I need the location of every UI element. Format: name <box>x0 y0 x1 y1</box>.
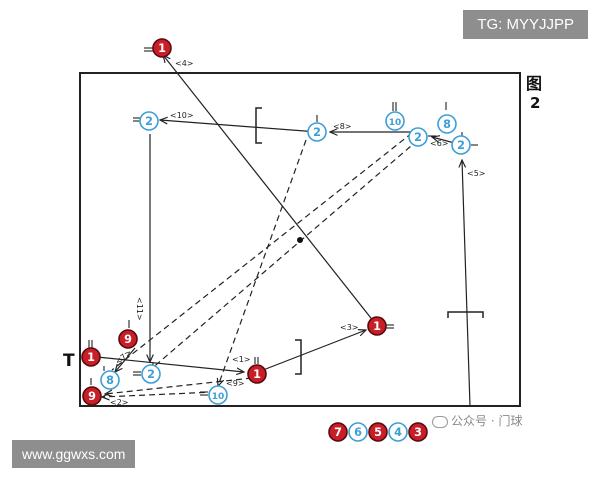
player-ball: 8 <box>100 370 120 390</box>
ball-number: 1 <box>253 368 261 381</box>
player-ball: 10 <box>385 111 405 131</box>
path-step-9 <box>105 377 253 394</box>
ball-number: 10 <box>212 392 225 402</box>
publisher-label: 公众号 · 门球 <box>432 412 522 429</box>
path-dashed-a <box>150 139 419 370</box>
ball-number: 10 <box>389 118 402 128</box>
ball-number: 6 <box>354 426 362 439</box>
player-ball: 1 <box>152 38 172 58</box>
ball-number: 9 <box>124 333 132 346</box>
gate-right <box>447 311 484 318</box>
ball-number: 2 <box>313 126 321 139</box>
path-step-4 <box>163 55 379 328</box>
player-ball: 2 <box>139 111 159 131</box>
path-step-5 <box>462 160 471 407</box>
ball-number: 8 <box>443 118 451 131</box>
ball-ticks <box>88 47 478 396</box>
step-label: <1> <box>232 355 251 364</box>
player-ball: 10 <box>208 385 228 405</box>
step-label: <9> <box>226 379 245 388</box>
center-pole <box>297 237 303 243</box>
path-dashed-b <box>111 132 413 371</box>
figure-number: 2 <box>530 94 541 112</box>
ball-number: 5 <box>374 426 382 439</box>
step-label: <6> <box>430 139 449 148</box>
solid-paths <box>96 55 471 407</box>
ball-number: 2 <box>145 115 153 128</box>
step-label: <3> <box>340 323 359 332</box>
player-ball: 1 <box>81 347 101 367</box>
publisher-text: 公众号 · 门球 <box>451 414 523 428</box>
ball-number: 8 <box>106 374 114 387</box>
gate-bottom <box>295 339 302 375</box>
wechat-icon <box>432 415 448 428</box>
step-label: <10> <box>170 111 194 120</box>
legend-ball: 4 <box>388 422 408 442</box>
step-label: <5> <box>467 169 486 178</box>
ball-number: 4 <box>394 426 402 439</box>
path-step-2 <box>102 391 216 397</box>
step-label: <4> <box>175 59 194 68</box>
step-label: <2> <box>110 398 129 407</box>
player-ball: 2 <box>408 127 428 147</box>
legend-ball: 3 <box>408 422 428 442</box>
player-ball: 8 <box>437 114 457 134</box>
player-ball: 1 <box>367 316 387 336</box>
legend-ball: 7 <box>328 422 348 442</box>
figure-char: 图 <box>526 74 543 93</box>
ball-number: 2 <box>147 368 155 381</box>
player-ball: 9 <box>118 329 138 349</box>
path-step-1 <box>96 356 244 372</box>
ball-number: 2 <box>457 139 465 152</box>
step-label: <8> <box>333 122 352 131</box>
player-ball: 2 <box>307 122 327 142</box>
step-labels: <4> <10> <8> <6> <5> <11> <3> <1> <7> <9… <box>110 59 486 407</box>
player-ball: 9 <box>82 386 102 406</box>
dashed-paths <box>102 132 419 397</box>
legend-ball: 5 <box>368 422 388 442</box>
watermark-top: TG: MYYJJPP <box>463 10 588 39</box>
step-label: <7> <box>114 348 134 367</box>
ball-number: 1 <box>87 351 95 364</box>
path-step-3 <box>257 330 366 373</box>
court-boundary <box>79 72 521 407</box>
player-ball: 2 <box>451 135 471 155</box>
ball-number: 7 <box>334 426 342 439</box>
ball-number: 1 <box>373 320 381 333</box>
player-ball: 1 <box>247 364 267 384</box>
watermark-bottom: www.ggwxs.com <box>12 440 136 468</box>
legend-ball: 6 <box>348 422 368 442</box>
player-ball: 2 <box>141 364 161 384</box>
ball-number: 1 <box>158 42 166 55</box>
path-step-10 <box>160 120 319 133</box>
gates <box>255 107 484 375</box>
step-label: <11> <box>135 297 144 321</box>
ball-number: 2 <box>414 131 422 144</box>
start-marker: T <box>63 351 75 371</box>
ball-number: 3 <box>414 426 422 439</box>
path-dashed-c <box>218 139 307 386</box>
ball-number: 9 <box>88 390 96 403</box>
gate-upper <box>255 107 262 144</box>
